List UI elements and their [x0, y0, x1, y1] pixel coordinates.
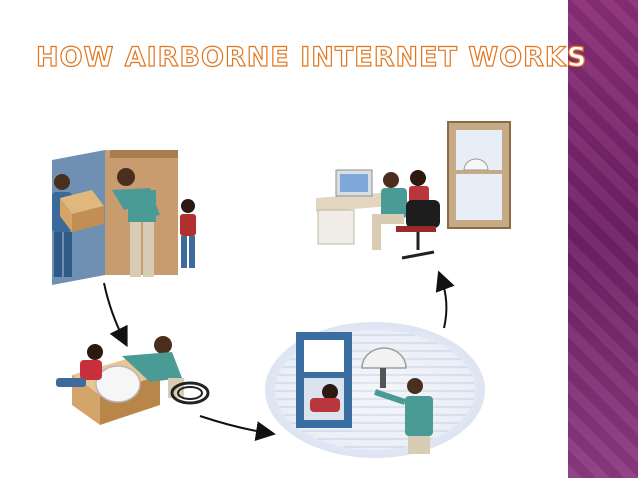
arrow-install-to-computer: [435, 270, 455, 329]
computer-scene-icon: [316, 121, 511, 260]
install-scene-icon: [265, 322, 485, 458]
flow-arrows: [103, 270, 455, 442]
slide-title: HOW AIRBORNE INTERNET WORKS: [35, 41, 588, 73]
delivery-scene-icon: [52, 150, 196, 285]
side-decoration-band: [568, 0, 638, 478]
arrow-unboxing-to-install: [199, 415, 276, 442]
arrow-delivery-to-unboxing: [103, 282, 128, 348]
unboxing-scene-icon: [56, 336, 210, 425]
